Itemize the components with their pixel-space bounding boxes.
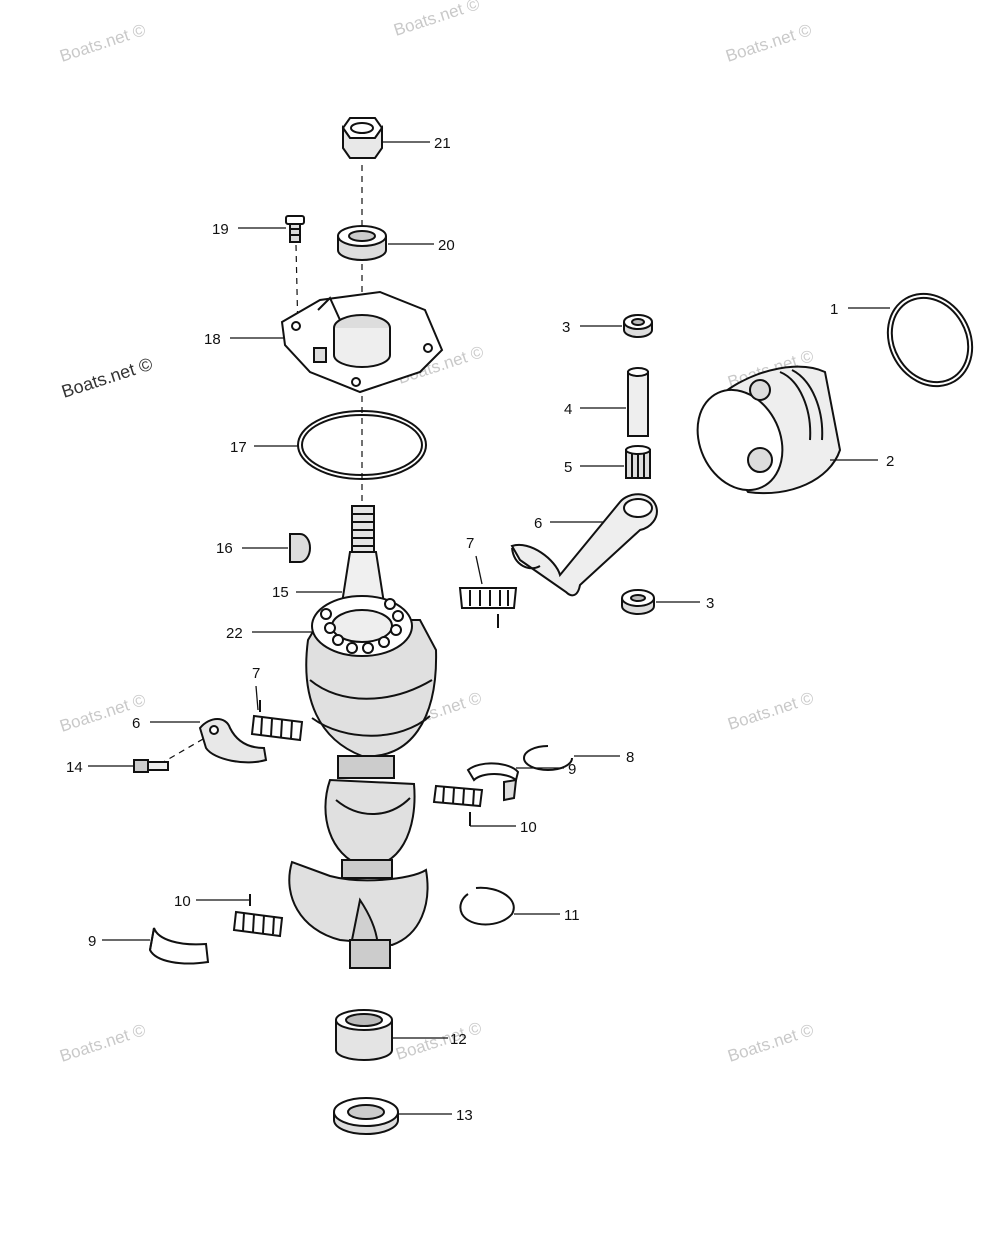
part-12-bearing-sleeve[interactable] [335,1009,393,1061]
part-15-crankshaft[interactable] [288,505,438,970]
watermark: Boats.net © [393,1018,484,1064]
bolt-axis [295,244,299,336]
callout-6: 6 [534,515,542,532]
part-11-retaining-ring[interactable] [459,886,515,926]
watermark: Boats.net © [59,354,155,402]
callout-17: 17 [230,439,247,456]
watermarks: Boats.net © Boats.net © Boats.net © Boat… [57,0,816,1066]
callout-10: 10 [174,893,191,910]
part-7-bearing-cage[interactable] [458,587,518,628]
watermark: Boats.net © [725,1020,816,1066]
part-7-bearing-cage-left[interactable] [250,700,304,742]
callout-9: 9 [568,761,576,778]
callout-19: 19 [212,221,229,238]
callout-6: 6 [132,715,140,732]
callout-15: 15 [272,584,289,601]
callout-10: 10 [520,819,537,836]
callout-12: 12 [450,1031,467,1048]
leader-lines [88,141,890,1115]
part-8-retaining-ring[interactable] [523,745,573,771]
part-21-hex-nut[interactable] [341,117,384,159]
callout-3: 3 [706,595,714,612]
part-3-thrust-washer-lower[interactable] [621,589,655,615]
callout-11: 11 [564,907,580,924]
callout-7: 7 [466,535,474,552]
callout-14: 14 [66,759,83,776]
callout-2: 2 [886,453,894,470]
callout-20: 20 [438,237,455,254]
part-10-bearing-cage-left[interactable] [232,894,284,938]
part-2-piston[interactable] [682,365,842,504]
watermark: Boats.net © [57,20,148,66]
part-4-piston-pin[interactable] [627,367,649,437]
part-19-screw[interactable] [285,215,305,243]
part-1-piston-ring[interactable] [871,278,988,401]
watermark: Boats.net © [723,20,814,66]
callout-22: 22 [226,625,243,642]
bolt-14-axis [159,734,211,765]
callout-labels: 21 20 19 18 17 16 15 22 1 2 3 4 5 6 3 7 … [66,135,894,1124]
part-3-thrust-washer[interactable] [623,314,653,338]
part-22-ball-bearing[interactable] [311,595,413,657]
part-14-cap-screw[interactable] [133,759,169,773]
part-6-rod-cap[interactable] [198,718,268,764]
part-17-o-ring[interactable] [297,410,427,480]
part-13-washer[interactable] [333,1097,399,1135]
callout-3: 3 [562,319,570,336]
watermark: Boats.net © [57,1020,148,1066]
part-18-bearing-housing[interactable] [280,290,444,394]
callout-16: 16 [216,540,233,557]
callout-8: 8 [626,749,634,766]
callout-4: 4 [564,401,572,418]
part-9-bearing-race[interactable] [466,762,520,802]
callout-1: 1 [830,301,838,318]
part-9-bearing-race-left[interactable] [148,927,210,965]
part-10-bearing-cage[interactable] [432,784,484,826]
callout-21: 21 [434,135,451,152]
part-20-seal[interactable] [337,225,387,261]
callout-7: 7 [252,665,260,682]
callout-13: 13 [456,1107,473,1124]
part-6-connecting-rod[interactable] [510,493,658,597]
callout-5: 5 [564,459,572,476]
callout-9: 9 [88,933,96,950]
callout-18: 18 [204,331,221,348]
part-5-needle-bearing[interactable] [625,445,651,479]
watermark: Boats.net © [391,0,482,40]
part-16-key[interactable] [289,533,311,563]
watermark: Boats.net © [725,688,816,734]
